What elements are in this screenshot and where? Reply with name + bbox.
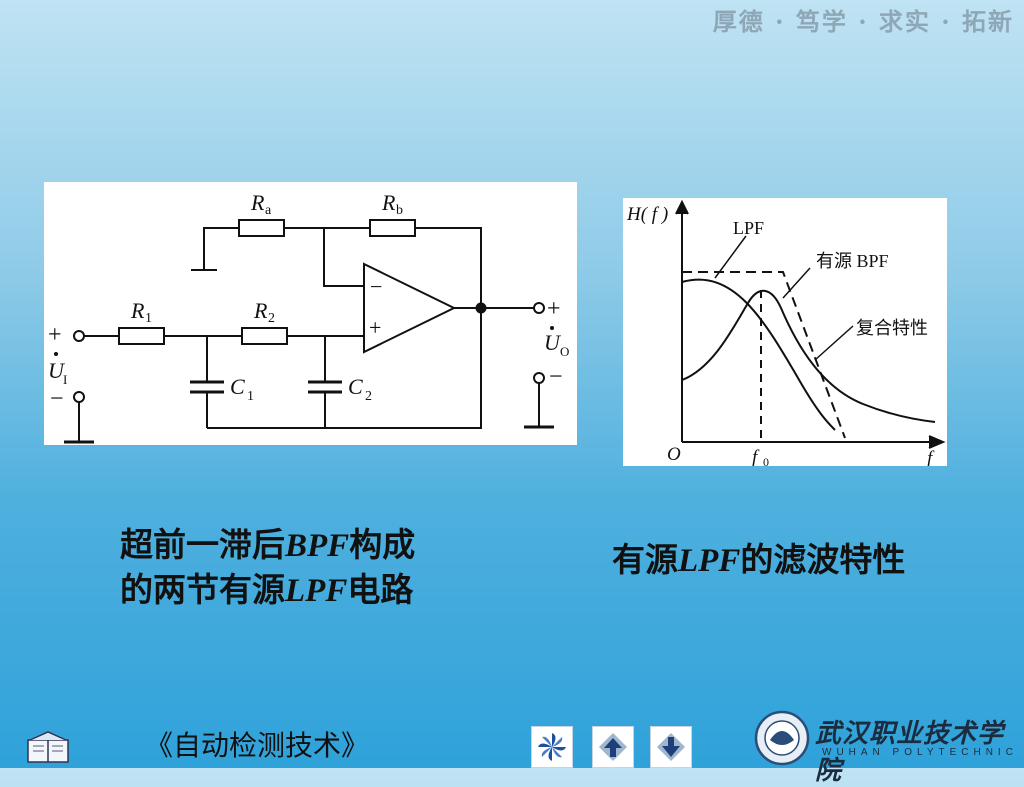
caption-italic-lpf: LPF <box>678 543 741 579</box>
f0-label: f <box>752 447 760 466</box>
label-c1-sub: 1 <box>247 389 254 404</box>
home-button[interactable] <box>531 726 573 768</box>
caption-text: 超前一滞后 <box>120 525 285 564</box>
circuit-diagram: R a R b R 1 R 2 C 1 C 2 + U I − + U O − … <box>44 182 577 445</box>
circuit-caption-line1: 超前一滞后BPF构成 <box>120 523 520 568</box>
filter-response-graph: H( f ) f O f 0 LPF 有源 BPF 复合特性 <box>623 198 947 469</box>
resistor-r1 <box>118 327 165 345</box>
label-opamp-plus: + <box>369 315 381 340</box>
label-input-minus: − <box>50 386 64 412</box>
label-output-plus: + <box>547 296 561 322</box>
label-ra-sub: a <box>265 203 272 218</box>
input-ground-terminal <box>73 391 85 403</box>
ui-dot <box>54 352 58 356</box>
label-rb: R <box>381 190 396 215</box>
caption-text: 构成 <box>349 525 416 564</box>
bpf-label: 有源 BPF <box>816 251 889 271</box>
school-name-en: WUHAN POLYTECHNIC <box>822 747 1018 758</box>
composite-curve <box>682 271 846 439</box>
bpf-curve <box>681 289 936 423</box>
graph-caption: 有源LPF的滤波特性 <box>612 538 992 583</box>
y-axis-label: H( f ) <box>626 204 668 225</box>
label-rb-sub: b <box>396 203 403 218</box>
lpf-label: LPF <box>733 218 764 238</box>
resistor-rb <box>369 219 416 237</box>
caption-italic-lpf: LPF <box>285 573 348 609</box>
book-icon <box>27 731 69 763</box>
label-ui: U <box>48 358 66 383</box>
circuit-caption-line2: 的两节有源LPF电路 <box>120 568 520 613</box>
capacitor-c2 <box>308 380 342 394</box>
pinwheel-icon <box>538 733 566 761</box>
circuit-svg: R a R b R 1 R 2 C 1 C 2 + U I − + U O − … <box>48 190 569 444</box>
label-ra: R <box>250 190 265 215</box>
input-terminal <box>73 330 85 342</box>
composite-label: 复合特性 <box>856 318 928 338</box>
origin-label: O <box>667 444 681 465</box>
op-amp <box>363 262 457 354</box>
label-opamp-minus: − <box>370 274 382 299</box>
label-uo: U <box>544 330 562 355</box>
school-logo-icon <box>754 710 810 766</box>
caption-text: 有源 <box>612 540 678 579</box>
caption-text: 电路 <box>347 570 414 609</box>
graph-svg: H( f ) f O f 0 LPF 有源 BPF 复合特性 <box>626 199 946 469</box>
caption-text: 的滤波特性 <box>740 540 906 579</box>
label-c1: C <box>230 374 245 399</box>
output-terminal <box>533 302 545 314</box>
next-button[interactable] <box>650 726 692 768</box>
caption-italic-bpf: BPF <box>285 528 350 564</box>
f0-sub-label: 0 <box>763 455 769 466</box>
previous-button[interactable] <box>592 726 634 768</box>
arrow-up-icon <box>599 733 627 761</box>
label-output-minus: − <box>549 364 563 390</box>
caption-text: 的两节有源 <box>120 570 285 609</box>
uo-dot <box>550 326 554 330</box>
output-ground-terminal <box>533 372 545 384</box>
arrow-down-icon <box>657 733 685 761</box>
capacitor-c1 <box>190 380 224 394</box>
school-motto: 厚德 · 笃学 · 求实 · 拓新 <box>712 7 1014 36</box>
label-c2-sub: 2 <box>365 389 372 404</box>
label-input-plus: + <box>48 322 62 348</box>
label-uo-sub: O <box>560 344 569 359</box>
x-axis-label: f <box>927 448 935 466</box>
label-ui-sub: I <box>63 372 67 387</box>
lpf-curve <box>681 278 836 431</box>
label-r2-sub: 2 <box>268 311 275 326</box>
resistor-ra <box>238 219 285 237</box>
label-r2: R <box>253 298 268 323</box>
resistor-r2 <box>241 327 288 345</box>
label-r1-sub: 1 <box>145 311 152 326</box>
circuit-caption: 超前一滞后BPF构成 的两节有源LPF电路 <box>120 523 520 613</box>
course-title: 《自动检测技术》 <box>145 729 370 762</box>
label-r1: R <box>130 298 145 323</box>
label-c2: C <box>348 374 363 399</box>
